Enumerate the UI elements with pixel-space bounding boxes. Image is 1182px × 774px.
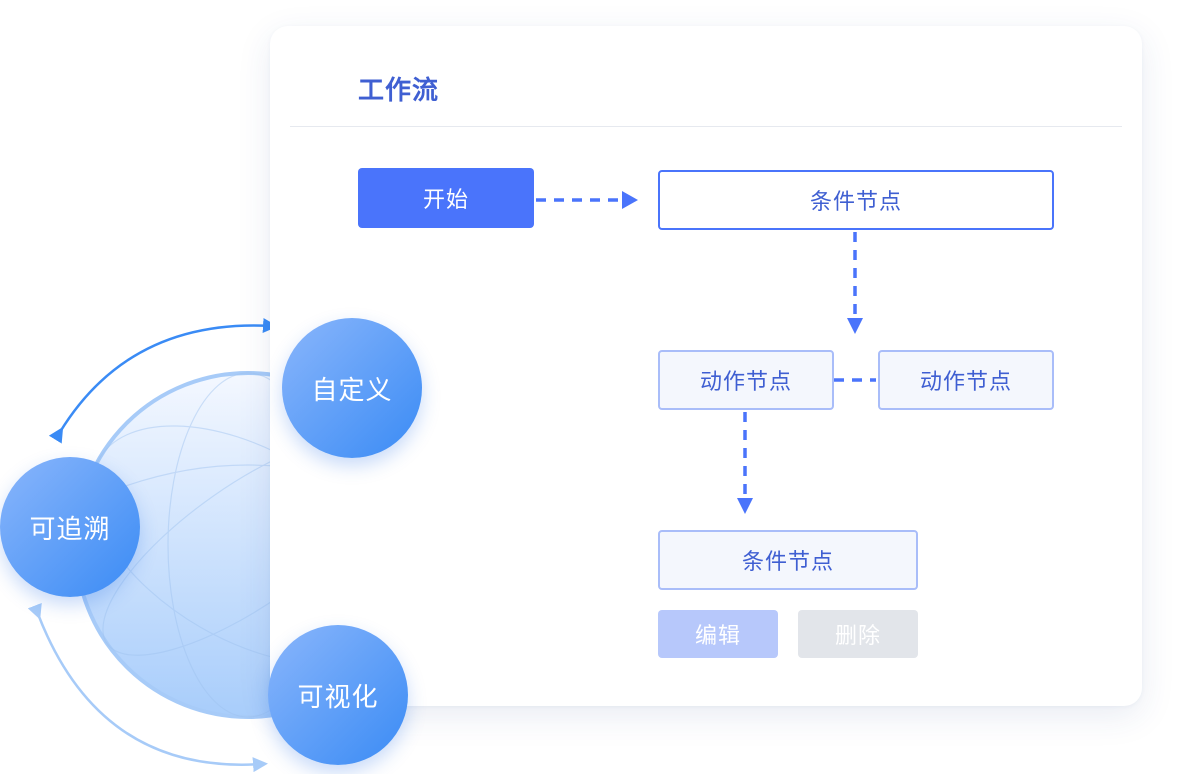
- workflow-connectors: [536, 191, 876, 514]
- action-node-left[interactable]: 动作节点: [658, 350, 834, 410]
- visualize-circle: 可视化: [268, 625, 408, 765]
- condition-node-label: 条件节点: [809, 190, 902, 215]
- condition-node-bottom[interactable]: 条件节点: [658, 530, 918, 590]
- arc-arrow-top: [48, 318, 278, 444]
- delete-button[interactable]: 删除: [798, 610, 918, 658]
- customize-circle: 自定义: [282, 318, 422, 458]
- arrowhead-right: [622, 191, 638, 209]
- edit-button[interactable]: 编辑: [658, 610, 778, 658]
- start-node[interactable]: 开始: [358, 168, 534, 228]
- condition-node-label: 条件节点: [741, 550, 834, 575]
- traceable-circle: 可追溯: [0, 457, 140, 597]
- action-node-label: 动作节点: [919, 370, 1012, 395]
- title-divider: [290, 126, 1122, 127]
- traceable-label: 可追溯: [29, 514, 111, 545]
- visualize-label: 可视化: [297, 682, 379, 713]
- start-node-label: 开始: [422, 188, 469, 213]
- condition-node-top[interactable]: 条件节点: [658, 170, 1054, 230]
- card-title: 工作流: [358, 76, 440, 106]
- arc-arrow-bottom: [27, 602, 268, 773]
- arrowhead-down: [847, 318, 863, 334]
- action-node-label: 动作节点: [699, 370, 792, 395]
- action-node-right[interactable]: 动作节点: [878, 350, 1054, 410]
- arrowhead-down: [737, 498, 753, 514]
- workflow-card: 工作流 开始 条件节点 动作节点 动作节点 条件节点 编辑 删除: [270, 26, 1142, 706]
- customize-label: 自定义: [311, 375, 393, 406]
